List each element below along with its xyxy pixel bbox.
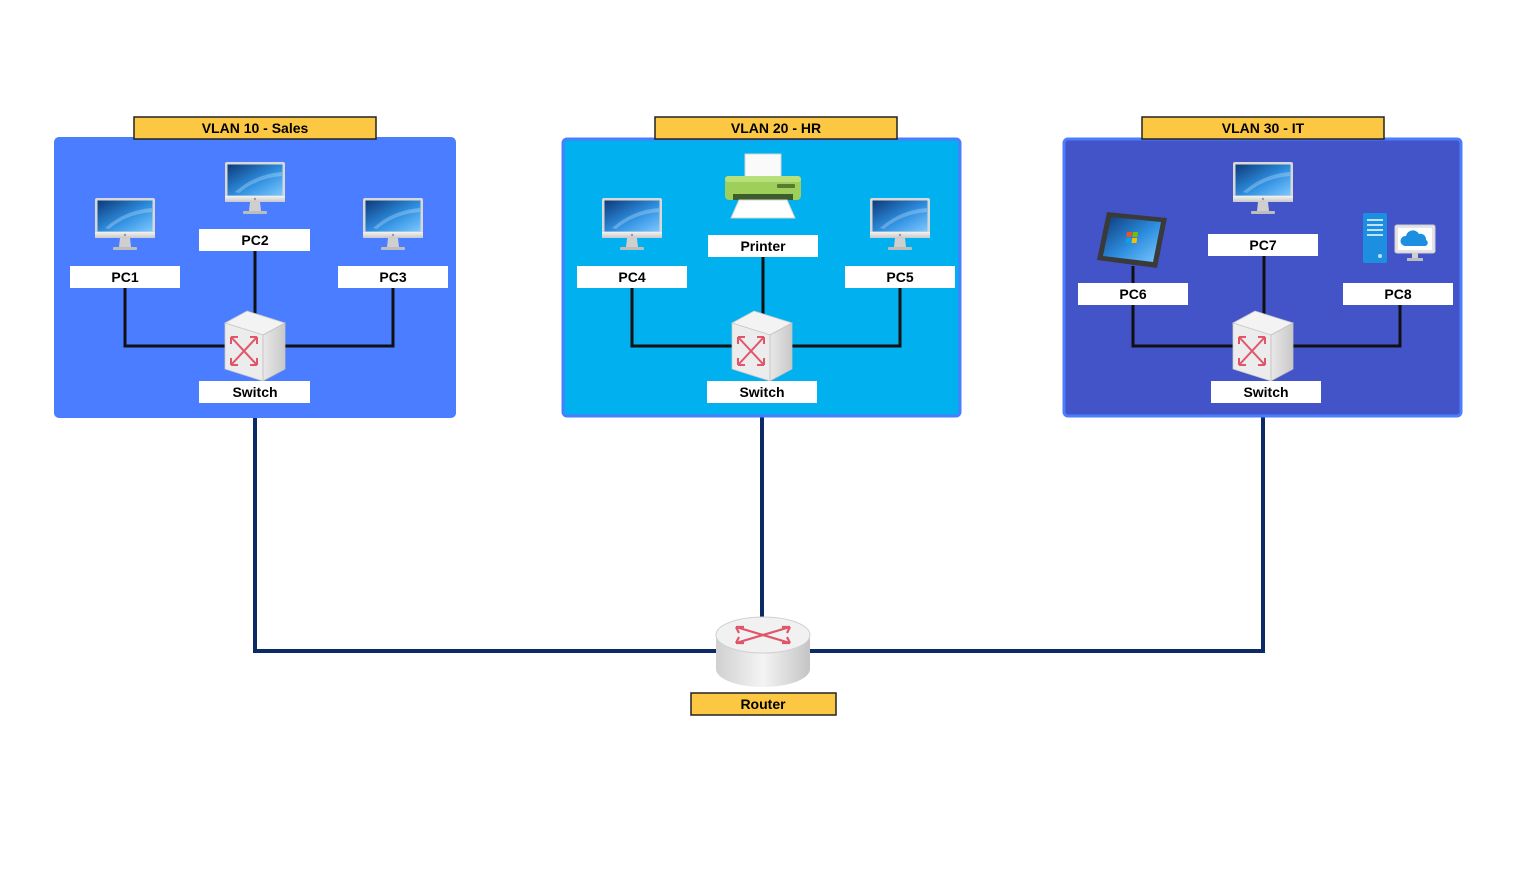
vlan-20-title-tag: VLAN 20 - HR <box>654 116 898 140</box>
device-label: PC3 <box>379 269 406 285</box>
label-pc5: PC5 <box>845 266 955 288</box>
vlan-title: VLAN 10 - Sales <box>202 120 309 136</box>
switch-label: Switch <box>1243 384 1288 400</box>
label-pc4: PC4 <box>577 266 687 288</box>
device-label: PC4 <box>618 269 645 285</box>
device-label: Printer <box>740 238 786 254</box>
switch-label: Switch <box>739 384 784 400</box>
vlan-30-group: PC6 PC7 PC8 Switch VLAN 30 - IT <box>1062 116 1463 418</box>
trunk-link-vlan30 <box>808 416 1265 653</box>
label-switch: Switch <box>199 381 310 403</box>
vlan-30-title-tag: VLAN 30 - IT <box>1141 116 1385 140</box>
vlan-10-title-tag: VLAN 10 - Sales <box>133 116 377 140</box>
vlan-title: VLAN 20 - HR <box>731 120 821 136</box>
router-label-tag: Router <box>690 692 837 716</box>
tablet-icon <box>1097 212 1167 268</box>
vlan-10-group: PC1 PC2 PC3 Switch VLAN 10 - Sales <box>54 116 456 418</box>
label-switch: Switch <box>1211 381 1321 403</box>
router-group: Router <box>690 615 837 716</box>
label-pc8: PC8 <box>1343 283 1453 305</box>
label-switch: Switch <box>707 381 817 403</box>
vlan-20-group: PC4 Printer PC5 Switch VLAN 20 - HR <box>561 116 962 418</box>
vlan-title: VLAN 30 - IT <box>1222 120 1305 136</box>
label-pc1: PC1 <box>70 266 180 288</box>
device-label: PC1 <box>111 269 138 285</box>
switch-icon <box>224 310 286 382</box>
trunk-link-vlan10 <box>253 416 716 653</box>
switch-icon <box>1232 310 1294 382</box>
switch-icon <box>731 310 793 382</box>
device-label: PC2 <box>241 232 268 248</box>
device-label: PC6 <box>1119 286 1146 302</box>
router-icon <box>714 615 812 689</box>
switch-label: Switch <box>232 384 277 400</box>
trunk-links <box>253 416 1265 653</box>
device-label: PC7 <box>1249 237 1276 253</box>
label-printer: Printer <box>708 235 818 257</box>
device-label: PC5 <box>886 269 913 285</box>
label-pc7: PC7 <box>1208 234 1318 256</box>
label-pc2: PC2 <box>199 229 310 251</box>
router-label: Router <box>740 696 786 712</box>
label-pc3: PC3 <box>338 266 448 288</box>
label-pc6: PC6 <box>1078 283 1188 305</box>
device-label: PC8 <box>1384 286 1411 302</box>
